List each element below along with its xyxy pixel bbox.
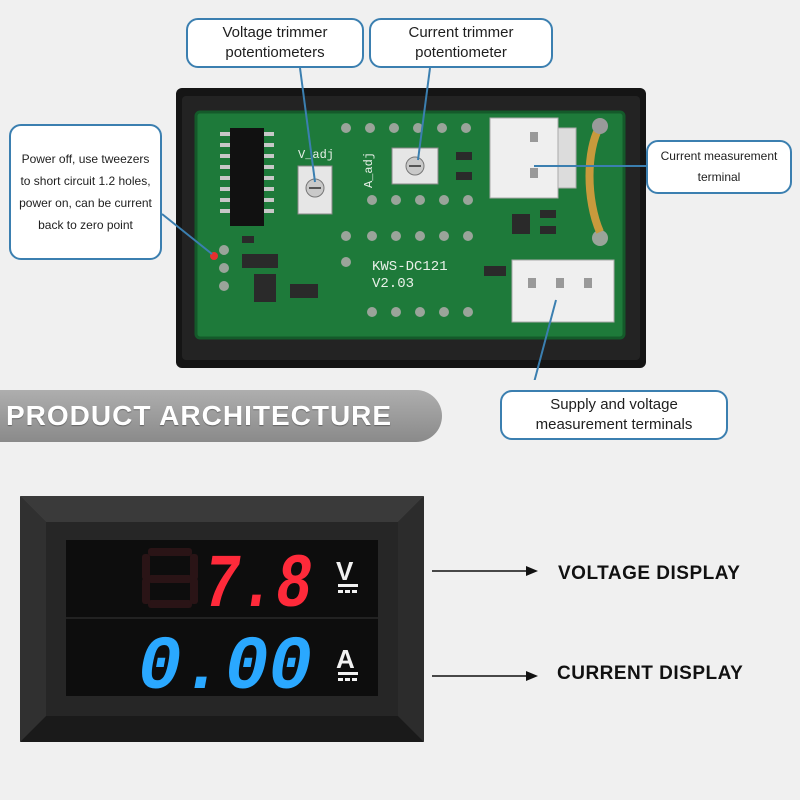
current-trimmer-potentiometer [391, 147, 439, 185]
callout-line: Current measurement [660, 149, 778, 163]
callout-pointers [161, 67, 646, 380]
supply-terminals-callout: Supply and voltage measurement terminals [500, 390, 728, 440]
a-adj-silk: A_adj [362, 152, 376, 188]
callout-line: potentiometers [225, 44, 325, 61]
dc-voltage-symbol [338, 584, 358, 593]
current-trimmer-callout: Current trimmer potentiometer [369, 18, 553, 68]
pcb-illustration: KWS-DC121 V2.03 V_adj A_adj [161, 67, 646, 380]
voltage-display-label: VOLTAGE DISPLAY [558, 563, 741, 584]
voltage-trimmer-callout: Voltage trimmer potentiometers [186, 18, 364, 68]
callout-line: Current trimmer [408, 24, 514, 41]
supply-terminal-connector [511, 259, 615, 323]
callout-line: potentiometer [415, 44, 507, 61]
current-unit-label: A [336, 644, 355, 674]
callout-line: to short circuit 1.2 holes, [20, 174, 151, 188]
callout-line: back to zero point [38, 218, 133, 232]
smd-components [242, 152, 556, 302]
voltage-unlit-segments [142, 548, 198, 608]
board-version-silk: V2.03 [372, 276, 414, 292]
power-off-callout: Power off, use tweezers to short circuit… [9, 124, 162, 260]
voltage-unit-label: V [336, 556, 354, 586]
callout-line: Supply and voltage [550, 396, 678, 413]
board-model-silk: KWS-DC121 [372, 259, 448, 275]
v-adj-silk: V_adj [298, 148, 334, 162]
current-terminal-connector [489, 117, 577, 199]
current-display-label: CURRENT DISPLAY [557, 663, 744, 684]
section-banner: PRODUCT ARCHITECTURE [0, 390, 442, 442]
callout-line: terminal [697, 170, 741, 184]
solder-pads [219, 123, 608, 317]
meter-bezel [20, 496, 424, 742]
voltage-arrow [432, 566, 538, 576]
ic-chip [220, 128, 274, 226]
callout-line: measurement terminals [535, 416, 693, 433]
shunt-wire [585, 123, 604, 234]
voltage-readout: 7.8 [204, 543, 312, 629]
meter-screen [66, 540, 378, 696]
voltage-trimmer-potentiometer [297, 165, 333, 215]
dc-current-symbol [338, 672, 358, 681]
callout-line: power on, can be current [19, 196, 152, 210]
callout-line: Power off, use tweezers [21, 152, 150, 166]
callout-line: Voltage trimmer [222, 24, 328, 41]
current-readout: 0.00 [138, 625, 312, 711]
current-arrow [432, 671, 538, 681]
current-terminal-callout: Current measurement terminal [646, 140, 792, 194]
